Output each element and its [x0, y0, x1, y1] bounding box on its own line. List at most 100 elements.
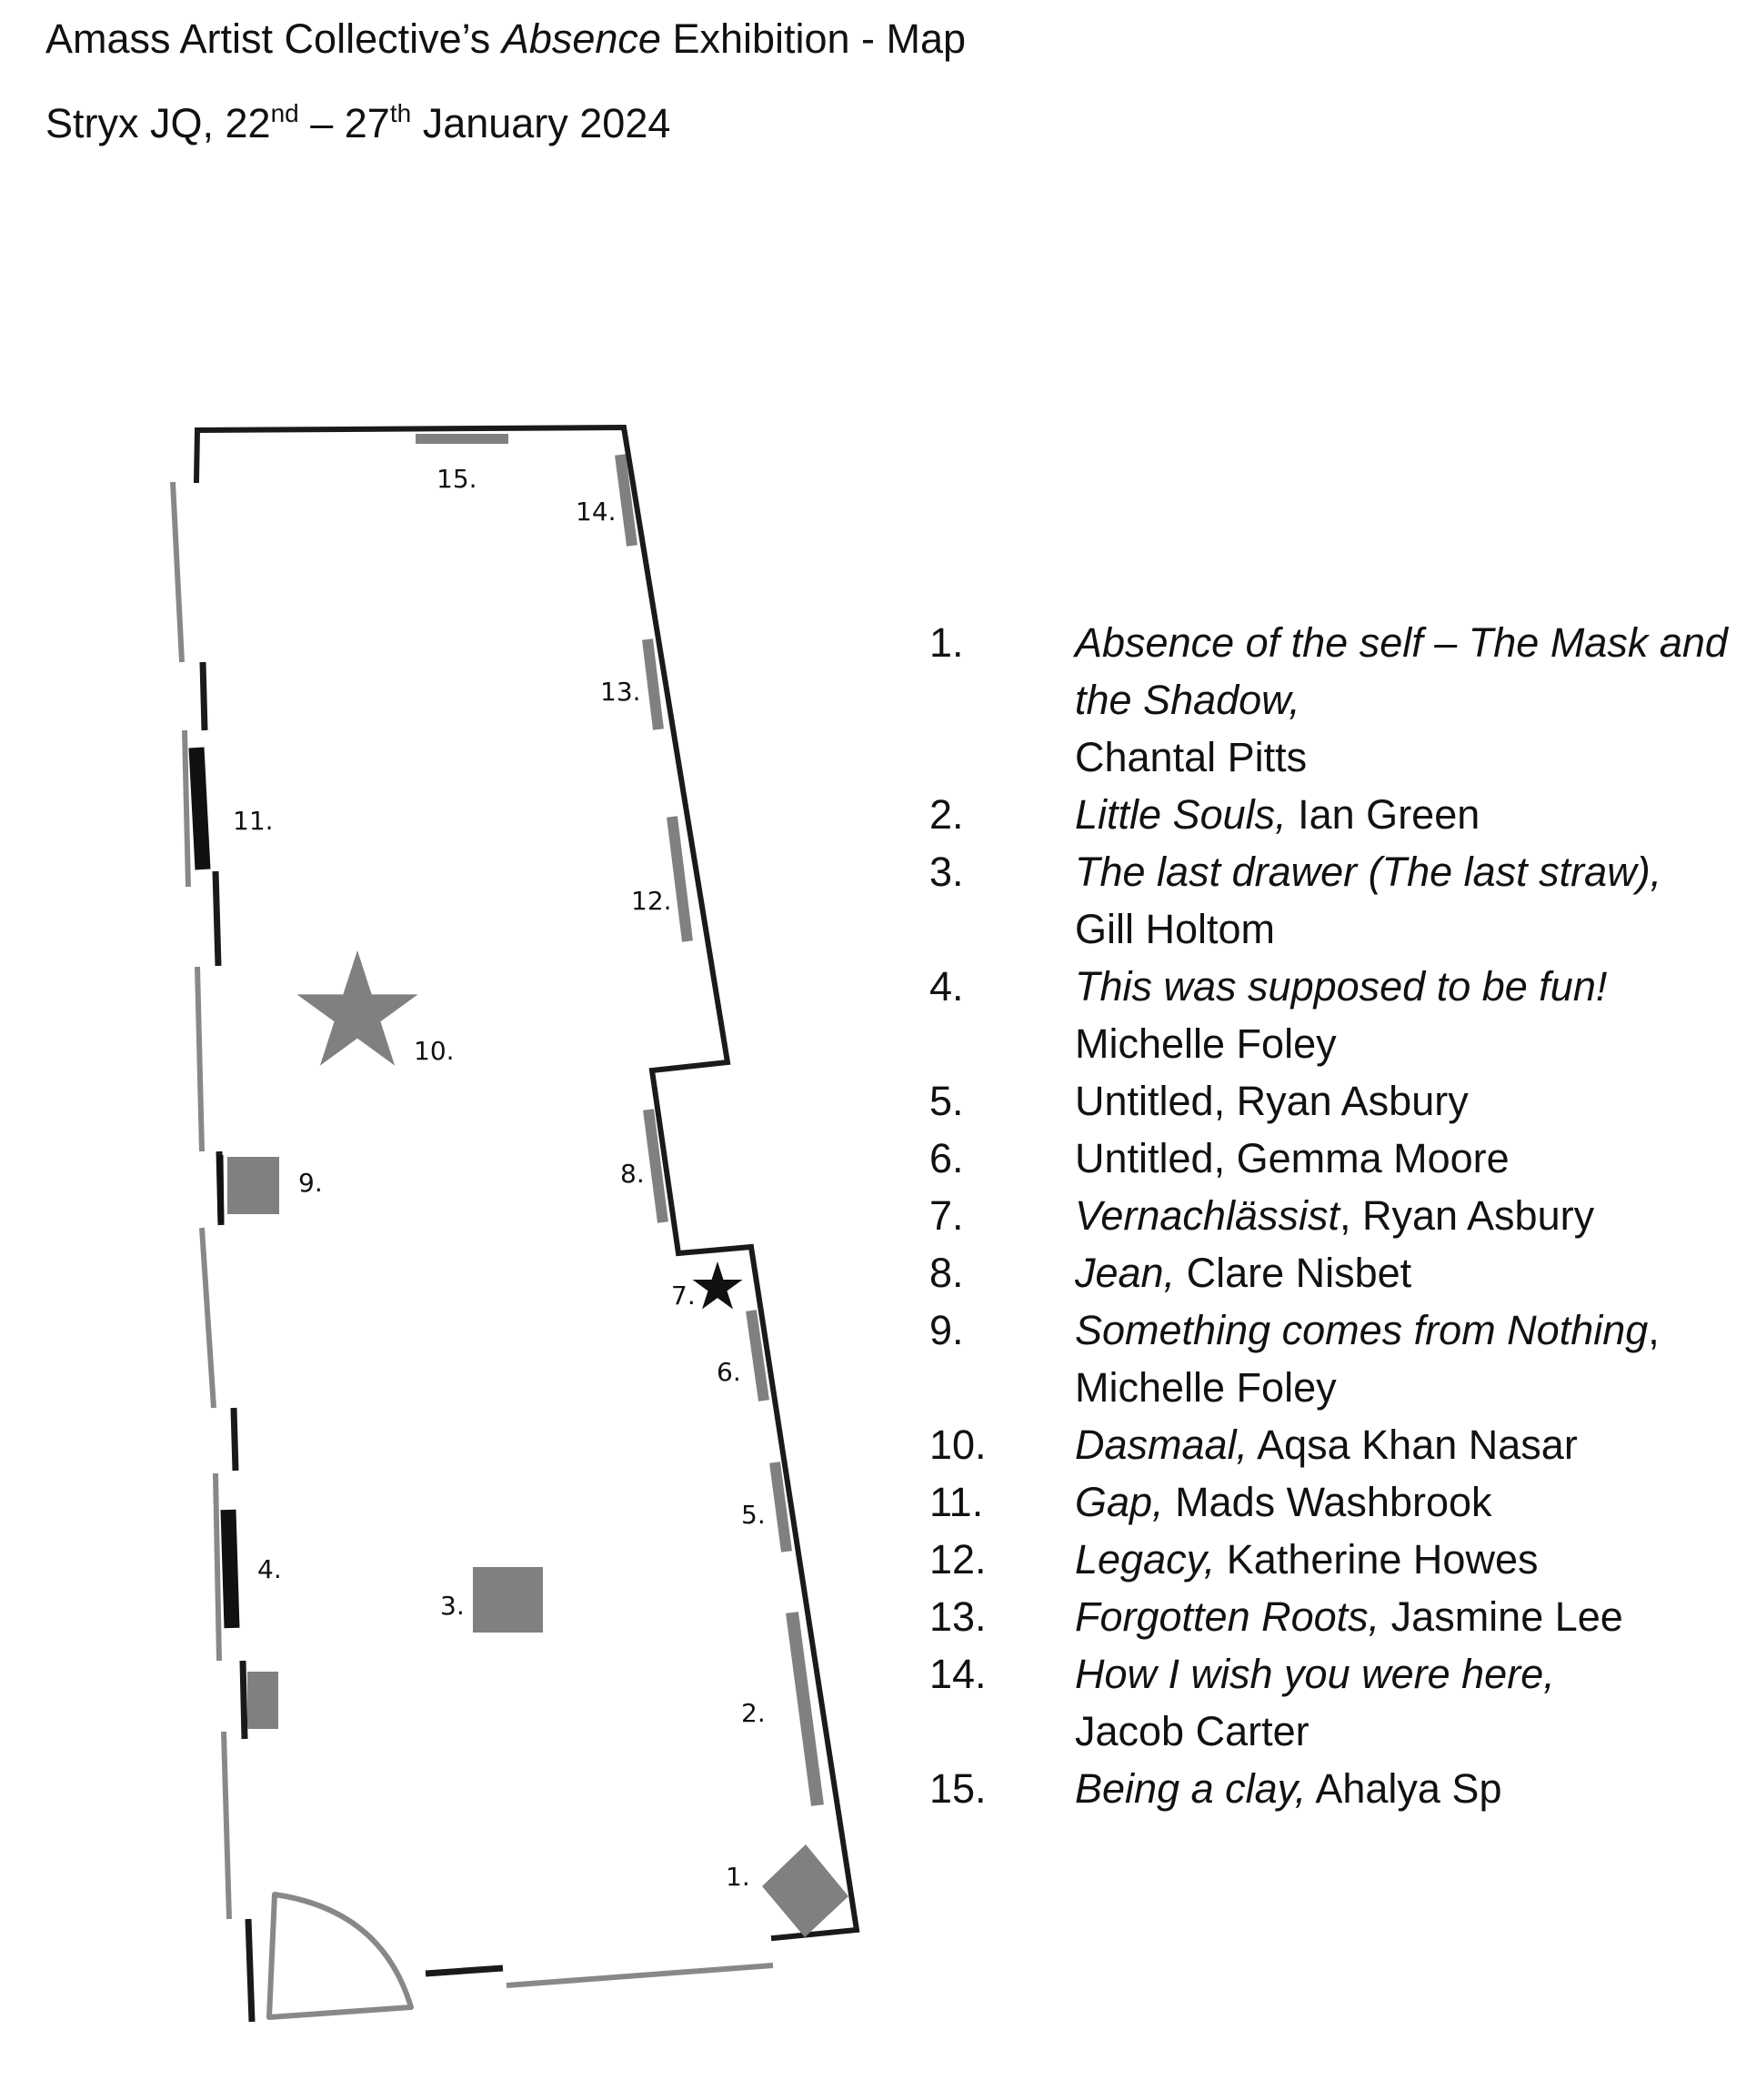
legend-number: 14. [929, 1651, 987, 1697]
label-1: 1. [726, 1862, 750, 1892]
wall-segment [425, 1964, 504, 1977]
legend-artwork-title: The last drawer (The last straw), [1075, 849, 1662, 895]
date-range: – 27 [298, 100, 390, 146]
legend-number: 12. [929, 1536, 987, 1583]
legend-artwork-title: Legacy, [1075, 1536, 1216, 1583]
door-swing-icon [266, 1892, 414, 2020]
label-14: 14. [576, 497, 617, 527]
wall-segment [230, 1407, 239, 1472]
artwork-14 [615, 454, 637, 547]
label-12: 12. [631, 886, 672, 916]
legend-artist: Gill Holtom [1075, 906, 1276, 952]
legend-artwork-title: Something comes from Nothing [1075, 1307, 1649, 1353]
legend-number: 15. [929, 1765, 987, 1812]
legend-number: 11. [929, 1479, 984, 1525]
legend-artwork-title: Little Souls, [1075, 791, 1287, 838]
title-suffix: Exhibition - Map [660, 15, 967, 62]
legend-artwork-title: Vernachlässist [1075, 1192, 1340, 1239]
artwork-11 [188, 747, 211, 870]
legend-item: 9.Something comes from Nothing, Michelle… [929, 1301, 1730, 1416]
legend-artist: Katherine Howes [1215, 1536, 1539, 1583]
artwork-9-wall [216, 1154, 225, 1224]
legend-artist: , Ryan Asbury [1339, 1192, 1595, 1239]
artwork-8 [643, 1109, 668, 1223]
artwork-legend: 1.Absence of the self – The Mask and the… [929, 614, 1730, 1817]
legend-number: 9. [929, 1307, 964, 1353]
artwork-15 [416, 434, 508, 444]
legend-artist: Chantal Pitts [1075, 734, 1308, 780]
legend-artist: Michelle Foley [1075, 1020, 1337, 1067]
legend-artist: Untitled, Ryan Asbury [1075, 1078, 1469, 1124]
legend-number: 5. [929, 1078, 964, 1124]
end-ordinal: th [389, 99, 412, 127]
title-exhibition-name: Absence [501, 15, 661, 62]
artwork-12 [667, 816, 693, 942]
legend-artwork-title: Gap, [1075, 1479, 1164, 1525]
legend-artist: Aqsa Khan Nasar [1248, 1422, 1578, 1468]
legend-item: 7.Vernachlässist, Ryan Asbury [929, 1187, 1730, 1244]
legend-artist: Ahalya Sp [1306, 1765, 1502, 1812]
left-wall-segments [199, 661, 504, 2023]
legend-item: 5. Untitled, Ryan Asbury [929, 1072, 1730, 1130]
artworks [188, 434, 848, 1937]
wall-segment [239, 1660, 248, 1740]
legend-item: 14. How I wish you were here, Jacob Carter [929, 1645, 1730, 1760]
legend-artist: Jacob Carter [1075, 1708, 1310, 1754]
main-wall [193, 424, 860, 1942]
legend-number: 10. [929, 1422, 987, 1468]
label-8: 8. [620, 1159, 645, 1189]
artwork-6 [746, 1310, 769, 1402]
legend-artwork-title: Being a clay, [1075, 1765, 1307, 1812]
label-7: 7. [671, 1281, 696, 1311]
legend-artwork-title: How I wish you were here, [1075, 1651, 1555, 1697]
month-year: January 2024 [411, 100, 671, 146]
label-13: 13. [600, 677, 641, 707]
window [221, 1731, 232, 1920]
legend-number: 4. [929, 963, 964, 1010]
floor-plan: 15. 14. 13. 11. 12. 10. 9. 8. 7. 6. 5. 4… [170, 424, 860, 2023]
wall-segment [212, 870, 222, 967]
artwork-5 [769, 1462, 792, 1552]
label-5: 5. [741, 1500, 766, 1530]
legend-artist: Untitled, Gemma Moore [1075, 1135, 1510, 1181]
legend-artist: Mads Washbrook [1163, 1479, 1492, 1525]
legend-item: 13.Forgotten Roots, Jasmine Lee [929, 1588, 1730, 1645]
legend-number: 1. [929, 619, 964, 666]
legend-item: 11. Gap, Mads Washbrook [929, 1473, 1730, 1531]
legend-artist: Clare Nisbet [1175, 1250, 1412, 1296]
legend-number: 6. [929, 1135, 964, 1181]
wall-segment [199, 661, 208, 731]
page-title: Amass Artist Collective’s Absence Exhibi… [45, 18, 966, 59]
legend-item: 6. Untitled, Gemma Moore [929, 1130, 1730, 1187]
legend-item: 1.Absence of the self – The Mask and the… [929, 614, 1730, 786]
label-6: 6. [717, 1357, 741, 1387]
legend-item: 2.Little Souls, Ian Green [929, 786, 1730, 843]
label-3: 3. [440, 1591, 465, 1621]
artwork-1 [762, 1844, 848, 1937]
legend-number: 2. [929, 791, 964, 838]
venue-dates: Stryx JQ, 22nd – 27th January 2024 [45, 100, 671, 146]
artwork-13 [642, 638, 664, 730]
start-ordinal: nd [270, 99, 299, 127]
window [213, 1472, 222, 1662]
legend-artist: Jasmine Lee [1380, 1593, 1623, 1640]
legend-item: 12. Legacy, Katherine Howes [929, 1531, 1730, 1588]
star-icon [296, 950, 418, 1066]
artwork-4 [220, 1509, 240, 1629]
label-4: 4. [257, 1554, 282, 1584]
windows [170, 481, 774, 1988]
artwork-3 [473, 1567, 543, 1633]
label-10: 10. [414, 1036, 455, 1066]
window [199, 1227, 216, 1409]
wall-segment [245, 1918, 256, 2023]
legend-item: 3. The last drawer (The last straw), Gill… [929, 843, 1730, 958]
label-9: 9. [298, 1168, 323, 1198]
legend-number: 8. [929, 1250, 964, 1296]
legend-number: 3. [929, 849, 964, 895]
legend-artwork-title: Forgotten Roots, [1075, 1593, 1380, 1640]
legend-artwork-title: Jean, [1075, 1250, 1176, 1296]
title-prefix: Amass Artist Collective’s [45, 15, 502, 62]
window [506, 1963, 774, 1988]
legend-artwork-title: Dasmaal, [1075, 1422, 1249, 1468]
artwork-unlabelled [247, 1672, 278, 1729]
